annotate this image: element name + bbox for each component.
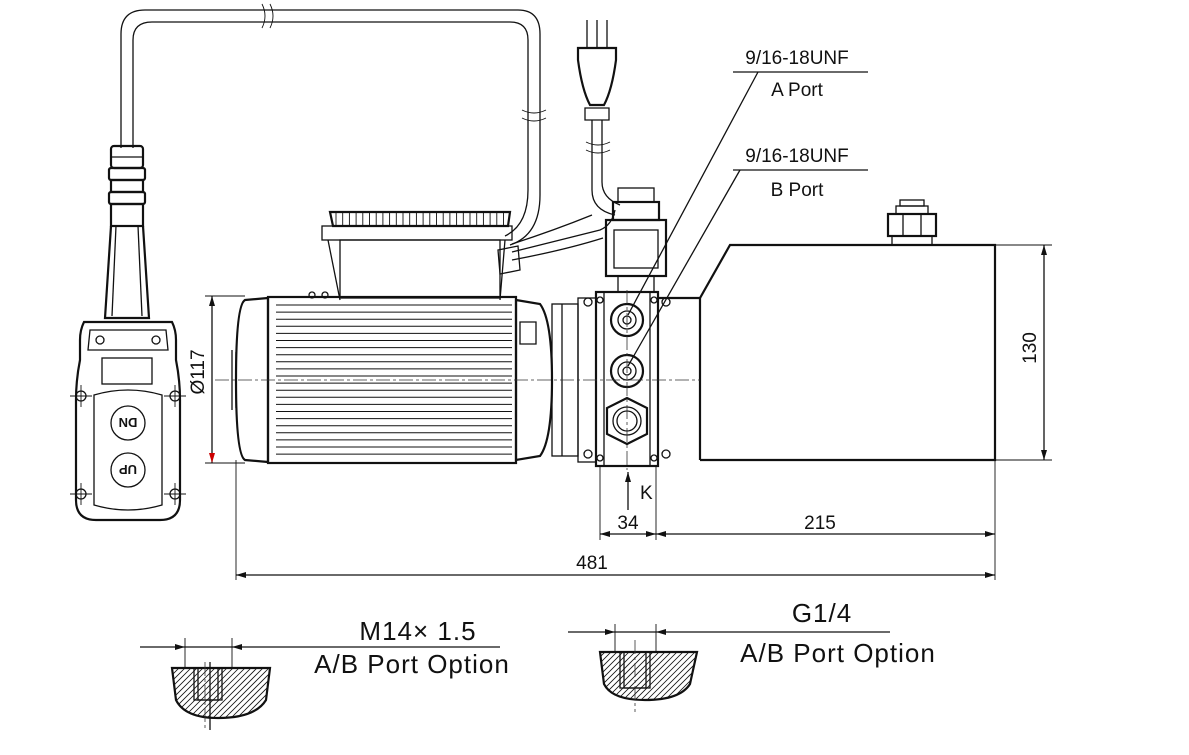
detail-2-caption: A/B Port Option (740, 638, 936, 668)
section-hatch (205, 668, 270, 718)
section-hatch (253, 668, 270, 718)
detail-1-caption: A/B Port Option (314, 649, 510, 679)
section-hatch (217, 668, 270, 718)
port-a-thread: 9/16-18UNF (745, 48, 849, 69)
section-hatch (172, 668, 212, 718)
section-hatch (229, 668, 270, 718)
dim-tank: 215 (804, 513, 836, 534)
section-hatch (600, 652, 625, 700)
detail-2-thread: G1/4 (792, 598, 852, 628)
section-hatch (635, 652, 697, 700)
section-hatch (623, 652, 685, 700)
section-hatch (199, 668, 266, 718)
section-hatch (659, 652, 697, 700)
port-leaders (627, 71, 868, 367)
section-hatch (629, 652, 691, 700)
electric-motor (231, 210, 597, 465)
section-hatch (172, 668, 188, 718)
port-b-name: B Port (771, 180, 825, 201)
section-hatch (223, 668, 270, 718)
section-hatch (181, 668, 248, 718)
pendant-up-label: UP (119, 462, 137, 477)
section-hatch (641, 652, 697, 700)
section-hatch (600, 652, 619, 700)
section-hatch (187, 668, 254, 718)
center-lines (215, 290, 700, 470)
section-hatch (647, 652, 697, 700)
section-hatch (241, 668, 270, 718)
port-b-thread: 9/16-18UNF (745, 146, 849, 167)
port-detail-g14 (568, 624, 890, 712)
detail-1-thread: M14× 1.5 (359, 616, 476, 646)
section-hatch (653, 652, 697, 700)
section-hatch (175, 668, 242, 718)
pendant-remote: DN UP (70, 144, 186, 522)
port-a-name: A Port (771, 80, 823, 101)
section-hatch (172, 668, 200, 718)
section-hatch (600, 652, 643, 700)
dimension-lines (205, 244, 1052, 580)
pendant-down-label: DN (119, 415, 138, 430)
section-hatch (172, 668, 218, 718)
section-hatch (172, 668, 176, 718)
label-k: K (640, 483, 653, 504)
section-hatch (172, 668, 194, 718)
section-hatch (617, 652, 679, 700)
section-hatch (611, 652, 673, 700)
solenoid-wires (497, 209, 616, 275)
section-hatch (600, 652, 607, 700)
dim-height: 130 (1020, 332, 1041, 364)
dim-block: 34 (617, 513, 639, 534)
dim-total: 481 (576, 553, 608, 574)
section-hatch (600, 652, 601, 700)
section-hatch (211, 668, 270, 718)
section-hatch (600, 652, 613, 700)
section-hatch (172, 668, 236, 718)
section-hatch (600, 652, 637, 700)
oil-tank (658, 199, 997, 462)
section-hatch (193, 668, 260, 718)
section-hatch (600, 652, 649, 700)
section-hatch (172, 668, 224, 718)
section-hatch (247, 668, 270, 718)
dim-motor-diameter: Ø117 (188, 349, 209, 394)
pendant-cable (120, 3, 547, 246)
power-plug (576, 20, 621, 216)
